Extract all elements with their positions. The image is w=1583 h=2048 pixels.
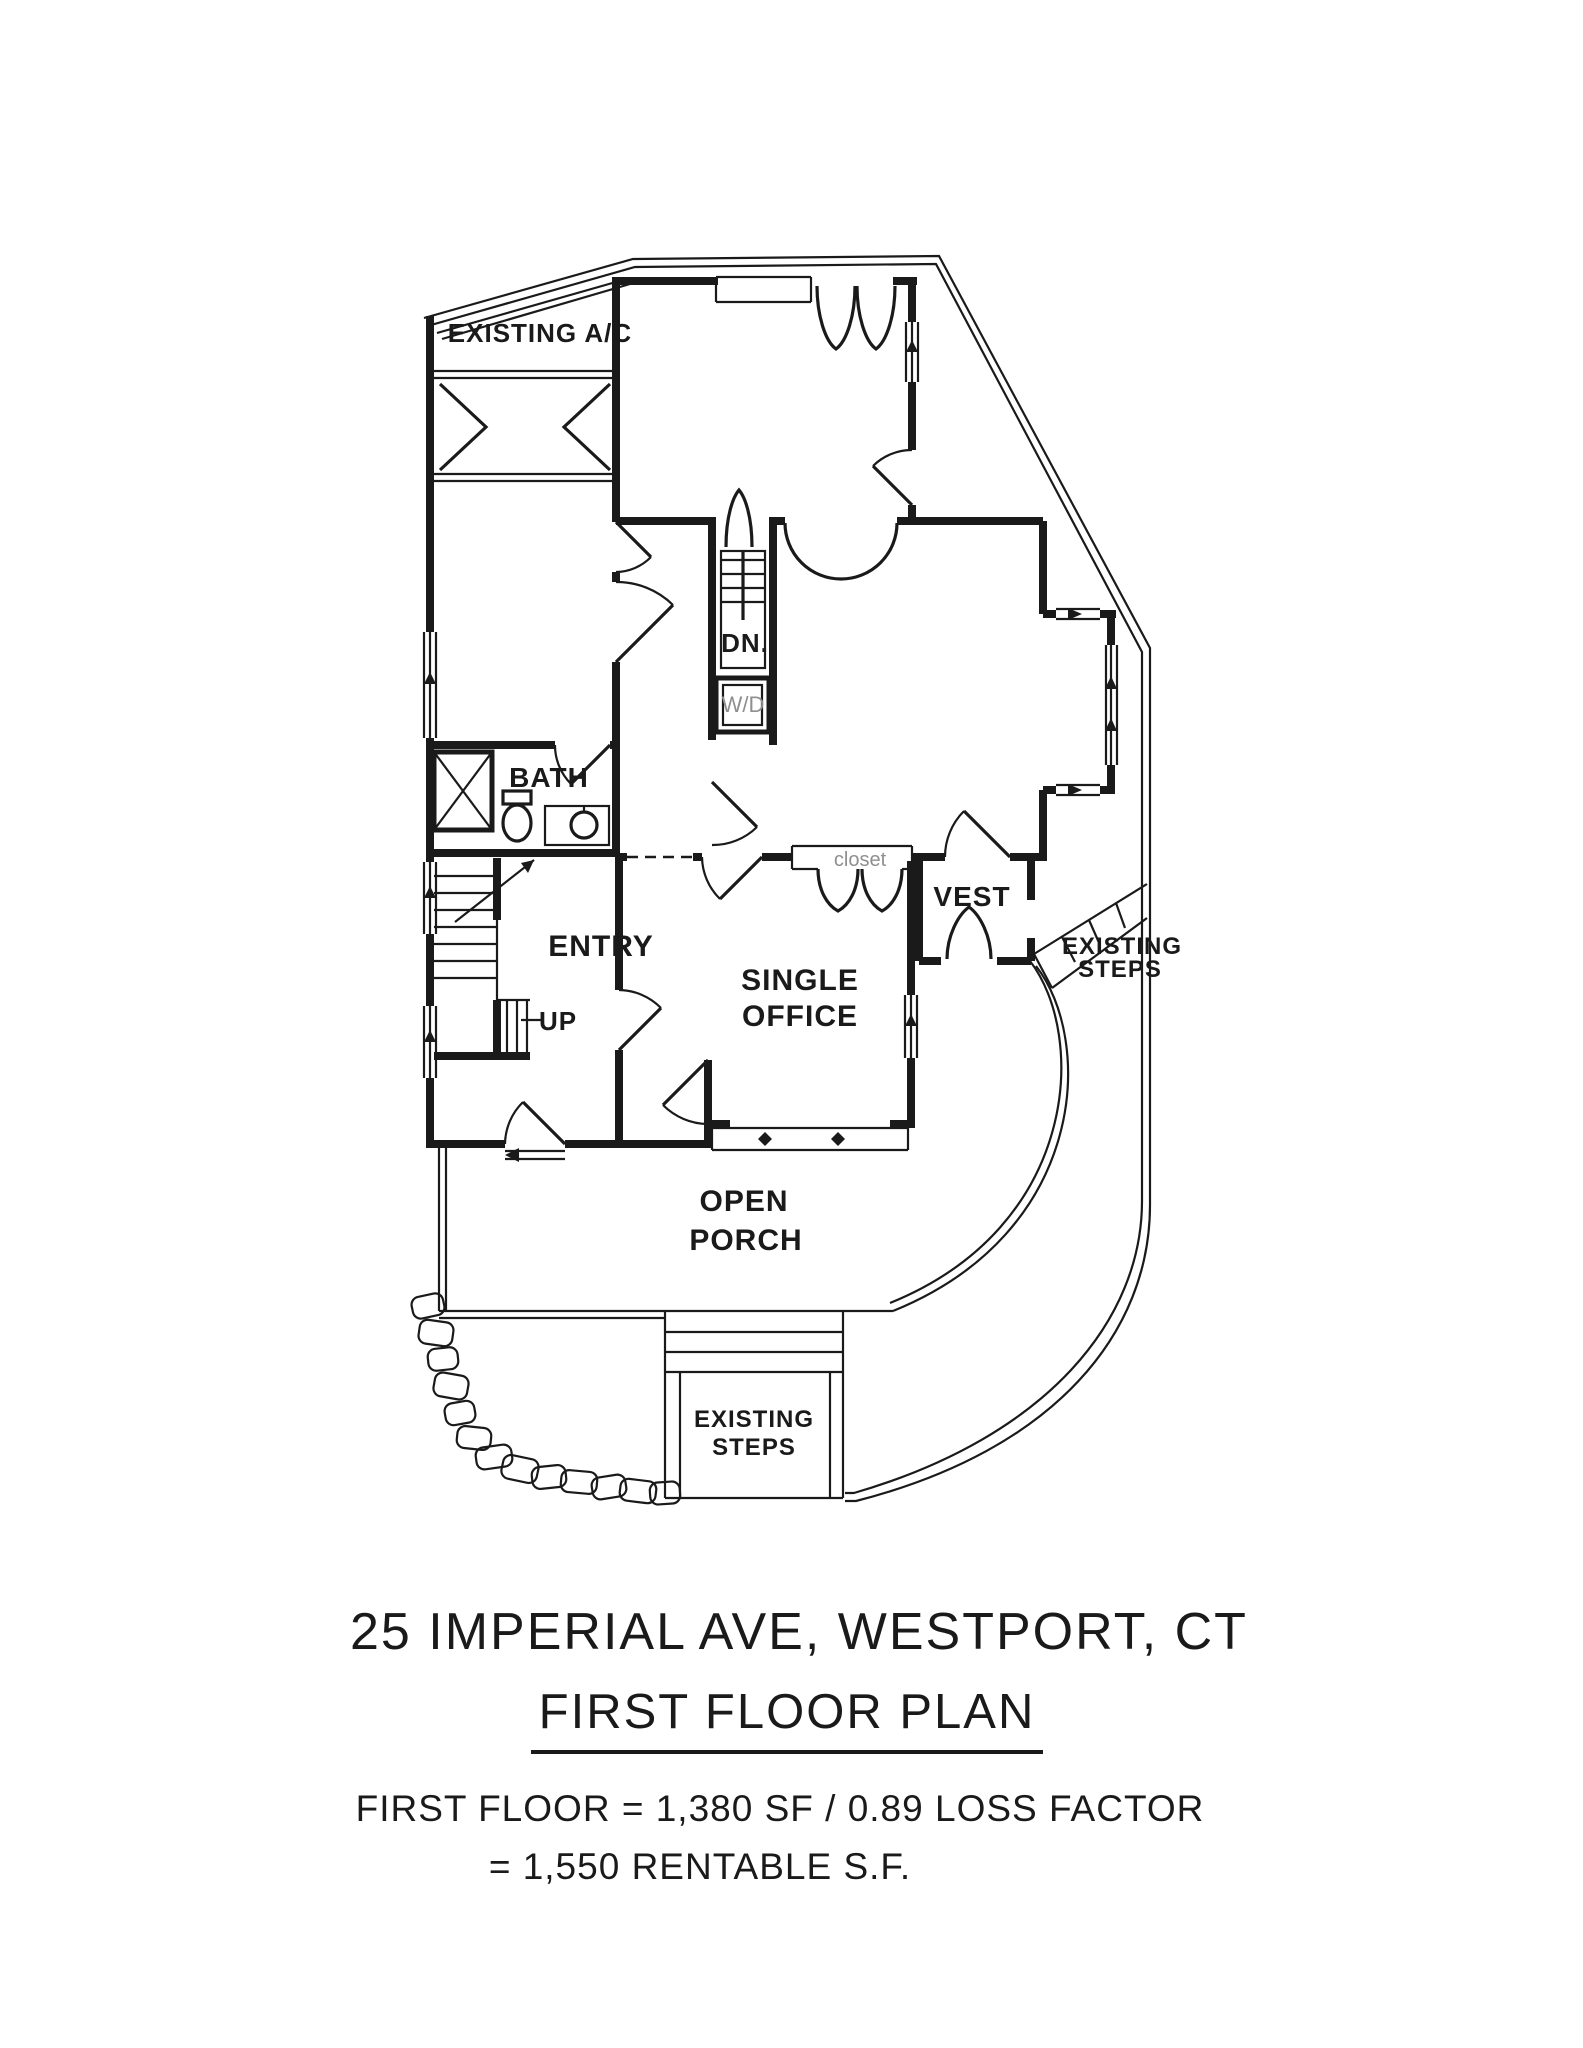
door-icon (871, 448, 914, 507)
northwest-closet (434, 369, 616, 483)
existing-ac-label: EXISTING A/C (448, 318, 632, 348)
stair-up-label: UP (539, 1006, 577, 1036)
steps-bottom-label-line2: STEPS (712, 1434, 796, 1461)
windows (422, 275, 1119, 1152)
porch-label-line2: PORCH (689, 1224, 802, 1257)
stair-down (719, 549, 767, 670)
stair-break-line (454, 859, 535, 923)
window-icon (422, 862, 438, 934)
office-label-line1: SINGLE (741, 964, 859, 997)
window-icon (904, 322, 920, 382)
door-icon (943, 809, 1012, 859)
toilet-icon (501, 789, 533, 843)
door-icon (503, 1100, 567, 1146)
washer-dryer-label: W/D (722, 692, 765, 717)
porch-label-line1: OPEN (699, 1185, 788, 1218)
bifold-door-icon (438, 382, 489, 472)
title-area-line2: = 1,550 RENTABLE S.F. (488, 1846, 912, 1887)
door-icon (553, 743, 612, 786)
stair-up (434, 859, 541, 1056)
window-icon (1056, 783, 1100, 797)
title-drawing-name: FIRST FLOOR PLAN (350, 1684, 1224, 1754)
labels: EXISTING A/C DN. W/D BATH closet VEST EN… (448, 318, 1182, 1461)
title-drawing-name-text: FIRST FLOOR PLAN (530, 1684, 1044, 1754)
door-icon (614, 580, 675, 664)
window-icon (422, 1006, 438, 1078)
existing-steps-right (1033, 883, 1148, 989)
stair-down-label: DN. (721, 628, 769, 658)
title-address: 25 IMPERIAL AVE, WESTPORT, CT (350, 1603, 1248, 1661)
closet-label: closet (834, 849, 887, 871)
door-icon (700, 855, 764, 901)
washer-dryer (713, 675, 772, 735)
office-label-line2: OFFICE (742, 1000, 858, 1033)
shower-icon (431, 749, 495, 833)
window-icon (1056, 607, 1100, 621)
title-area-line1: FIRST FLOOR = 1,380 SF / 0.89 LOSS FACTO… (355, 1788, 1205, 1829)
stone-wall (410, 1292, 682, 1506)
door-icon (661, 1058, 710, 1126)
sink-icon (543, 804, 611, 847)
existing-steps-bottom (663, 1311, 845, 1500)
bifold-door-icon (561, 382, 612, 472)
double-door-icon (783, 522, 899, 581)
bath-label: BATH (509, 762, 589, 793)
steps-right-label-line1: EXISTING (1062, 933, 1182, 960)
bathroom-fixtures (431, 749, 611, 847)
deck-outline (423, 254, 1152, 1503)
vest-door-icon (945, 905, 993, 960)
window-icon (903, 995, 919, 1058)
window-icon (1104, 645, 1119, 765)
window-icon (422, 632, 438, 738)
doors (503, 285, 1012, 1162)
stair-top-door-icon (724, 487, 754, 548)
steps-bottom-label-line1: EXISTING (694, 1406, 814, 1433)
window-band (714, 275, 813, 304)
entry-threshold (505, 1148, 565, 1162)
entry-label: ENTRY (548, 930, 654, 963)
door-icon (617, 988, 663, 1052)
door-icon (710, 780, 759, 847)
building-walls (426, 277, 1116, 1148)
door-icon (614, 520, 653, 574)
vest-label: VEST (933, 881, 1010, 912)
french-door-icon (815, 285, 897, 351)
steps-right-label-line2: STEPS (1078, 956, 1162, 983)
porch-window-band (710, 1126, 910, 1152)
closet-door-icon (790, 844, 914, 913)
